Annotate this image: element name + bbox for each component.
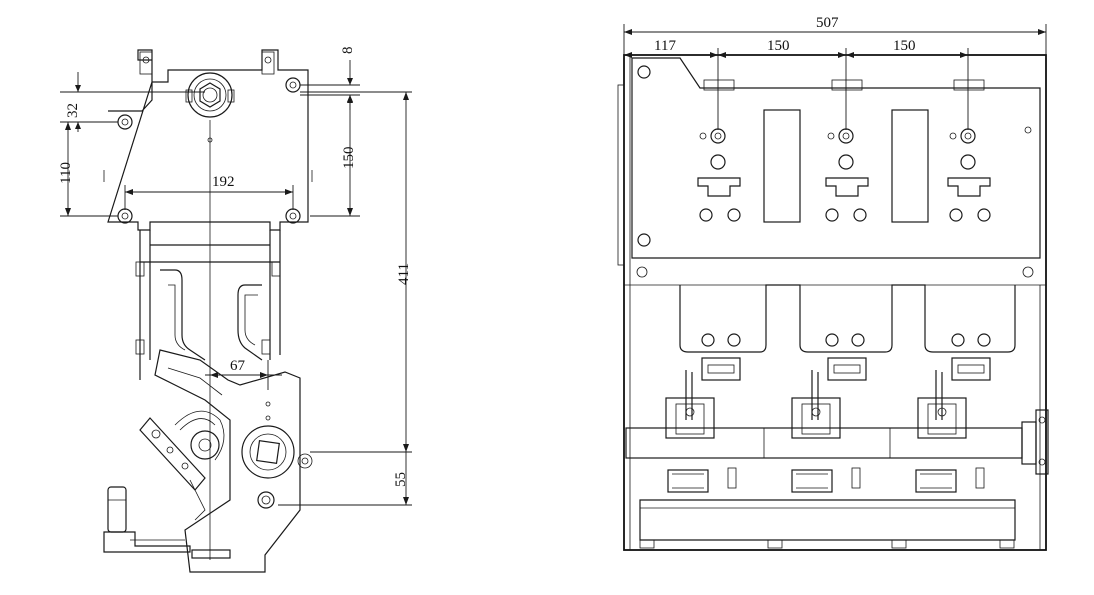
front-view: 507 117 150 150 <box>617 15 1049 551</box>
dim-150-a: 150 <box>767 38 790 54</box>
bolt-top-left <box>117 114 133 130</box>
handle-slot <box>191 549 231 559</box>
base-rail <box>639 499 1016 541</box>
window-slot-2 <box>891 109 929 223</box>
contact-assembly-2 <box>791 357 867 439</box>
main-shaft-square <box>256 440 280 464</box>
arm-right <box>237 284 263 361</box>
phase-unit-1 <box>697 79 741 222</box>
window-slot-1 <box>763 109 801 223</box>
spring-arm <box>139 417 206 491</box>
side-frame <box>139 230 281 380</box>
phase-unit-3 <box>947 79 991 222</box>
dim-55: 55 <box>393 472 409 487</box>
bolt-bottom-right <box>285 208 301 224</box>
dim-32: 32 <box>65 103 81 118</box>
bolt-bottom-left <box>117 208 133 224</box>
dim-411: 411 <box>396 263 412 285</box>
top-shaft-circle <box>187 72 233 118</box>
top-bracket-left <box>139 51 153 75</box>
lower-notched-plate <box>679 284 1016 353</box>
arm-left <box>160 269 206 361</box>
contact-assembly-3 <box>917 357 991 439</box>
dim-192: 192 <box>212 174 235 190</box>
side-view: 8 150 411 55 32 110 <box>58 47 412 573</box>
bottom-mech-1 <box>667 467 737 493</box>
lever-body <box>154 349 301 573</box>
phase-unit-2 <box>825 79 869 222</box>
dim-117: 117 <box>654 38 676 54</box>
bottom-post <box>107 486 127 533</box>
bottom-base <box>103 531 191 553</box>
bolt-top-right <box>285 77 301 93</box>
bottom-mech-2 <box>791 467 861 493</box>
dim-110: 110 <box>58 162 74 184</box>
bottom-mech-3 <box>915 467 985 493</box>
top-bracket-right <box>261 51 275 75</box>
dim-8: 8 <box>340 47 356 55</box>
top-plate <box>631 57 1041 259</box>
dim-67: 67 <box>230 358 246 374</box>
main-shaft-circle <box>241 425 295 479</box>
contact-assembly-1 <box>665 357 741 439</box>
dim-150-vertical: 150 <box>341 147 357 170</box>
dim-507: 507 <box>816 15 839 31</box>
top-shaft-hex <box>199 82 221 108</box>
front-frame <box>623 54 1047 551</box>
main-shaft-bar <box>625 427 1023 459</box>
dim-150-b: 150 <box>893 38 916 54</box>
